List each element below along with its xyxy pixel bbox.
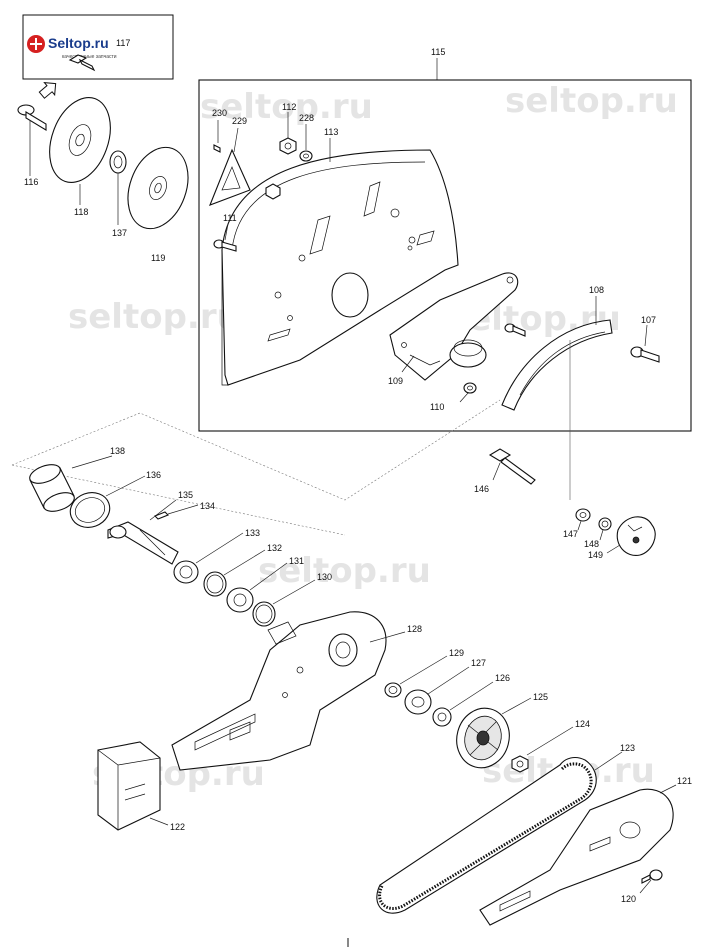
key-134 [154, 504, 199, 520]
bearing-127 [404, 666, 470, 715]
pulley-125 [456, 697, 532, 769]
watermark-2: seltop.ru [505, 81, 678, 121]
arm-housing-128 [171, 611, 406, 771]
part-label-112: 112 [282, 102, 296, 112]
spring-washer-148 [598, 517, 612, 541]
spindle-135 [107, 499, 179, 565]
part-label-147: 147 [563, 529, 578, 539]
part-label-148: 148 [584, 539, 599, 549]
belt-cover-121 [479, 784, 677, 926]
knob-149 [606, 516, 656, 556]
bearing-133 [173, 532, 244, 584]
part-label-229: 229 [232, 116, 247, 126]
part-label-108: 108 [589, 285, 604, 295]
part-label-120: 120 [621, 894, 636, 904]
part-label-135: 135 [178, 490, 193, 500]
part-label-113: 113 [324, 127, 338, 137]
guard-bracket-109 [389, 272, 519, 381]
part-label-111: 111 [223, 213, 237, 223]
drive-belt-123 [376, 751, 623, 914]
logo-tagline: качественные запчасти [62, 54, 117, 60]
nut-112 [279, 112, 297, 155]
warning-label-229 [209, 127, 251, 206]
watermark-3: seltop.ru [68, 297, 241, 337]
part-label-109: 109 [388, 376, 403, 386]
washer-126 [432, 681, 494, 727]
part-label-134: 134 [200, 501, 215, 511]
part-label-121: 121 [677, 776, 692, 786]
part-label-128: 128 [407, 624, 422, 634]
part-label-117: 117 [116, 38, 130, 48]
projection-lines [11, 340, 571, 536]
inner-flange-119 [127, 146, 189, 230]
part-label-107: 107 [641, 315, 656, 325]
guard-assembly-box [198, 58, 692, 432]
ring-129 [384, 655, 448, 698]
part-label-116: 116 [24, 177, 38, 187]
bearing-138 [29, 455, 113, 512]
part-label-149: 149 [588, 550, 603, 560]
arc-bracket-108 [501, 296, 613, 411]
screw-120 [639, 869, 663, 894]
part-label-123: 123 [620, 743, 635, 753]
bearing-131 [226, 562, 288, 613]
circlip-132 [203, 549, 266, 597]
logo-brand: Seltop.ru [48, 35, 109, 51]
ring-137 [109, 150, 127, 225]
arrow-icon [38, 81, 57, 99]
part-label-228: 228 [299, 113, 314, 123]
blade-guard-113 [221, 138, 459, 386]
circlip-130 [252, 579, 316, 627]
nut-guard [265, 183, 281, 200]
part-label-138: 138 [110, 446, 125, 456]
bolt-107 [630, 324, 660, 363]
part-label-125: 125 [533, 692, 548, 702]
part-label-127: 127 [471, 658, 486, 668]
washer-147 [575, 508, 591, 531]
part-label-110: 110 [430, 402, 444, 412]
part-label-126: 126 [495, 673, 510, 683]
watermark-1: seltop.ru [200, 87, 373, 127]
part-label-136: 136 [146, 470, 161, 480]
seltop-logo: Seltop.ru качественные запчасти [27, 35, 117, 60]
nut-124 [511, 726, 574, 773]
cover-plate-122 [97, 741, 169, 831]
part-label-129: 129 [449, 648, 464, 658]
part-label-133: 133 [245, 528, 260, 538]
part-label-122: 122 [170, 822, 185, 832]
watermark-5: seltop.ru [258, 551, 431, 591]
screw-108-left [504, 323, 526, 337]
t-bolt-146 [488, 448, 536, 485]
part-label-118: 118 [74, 207, 88, 217]
nut-110 [459, 382, 477, 403]
part-label-130: 130 [317, 572, 332, 582]
circlip-136 [69, 475, 146, 528]
bolt-111 [213, 223, 237, 252]
part-label-137: 137 [112, 228, 127, 238]
bolt-116 [17, 104, 47, 176]
part-label-230: 230 [212, 108, 227, 118]
pin-230 [213, 120, 221, 153]
part-label-146: 146 [474, 484, 489, 494]
outer-flange-118 [49, 97, 111, 205]
logo-inset: Seltop.ru качественные запчасти 117 [22, 14, 174, 80]
part-label-132: 132 [267, 543, 282, 553]
washer-228 [299, 124, 313, 162]
bolt-117 [68, 54, 96, 72]
part-label-115: 115 [431, 47, 445, 57]
part-label-124: 124 [575, 719, 590, 729]
part-label-119: 119 [151, 253, 165, 263]
part-label-131: 131 [289, 556, 304, 566]
